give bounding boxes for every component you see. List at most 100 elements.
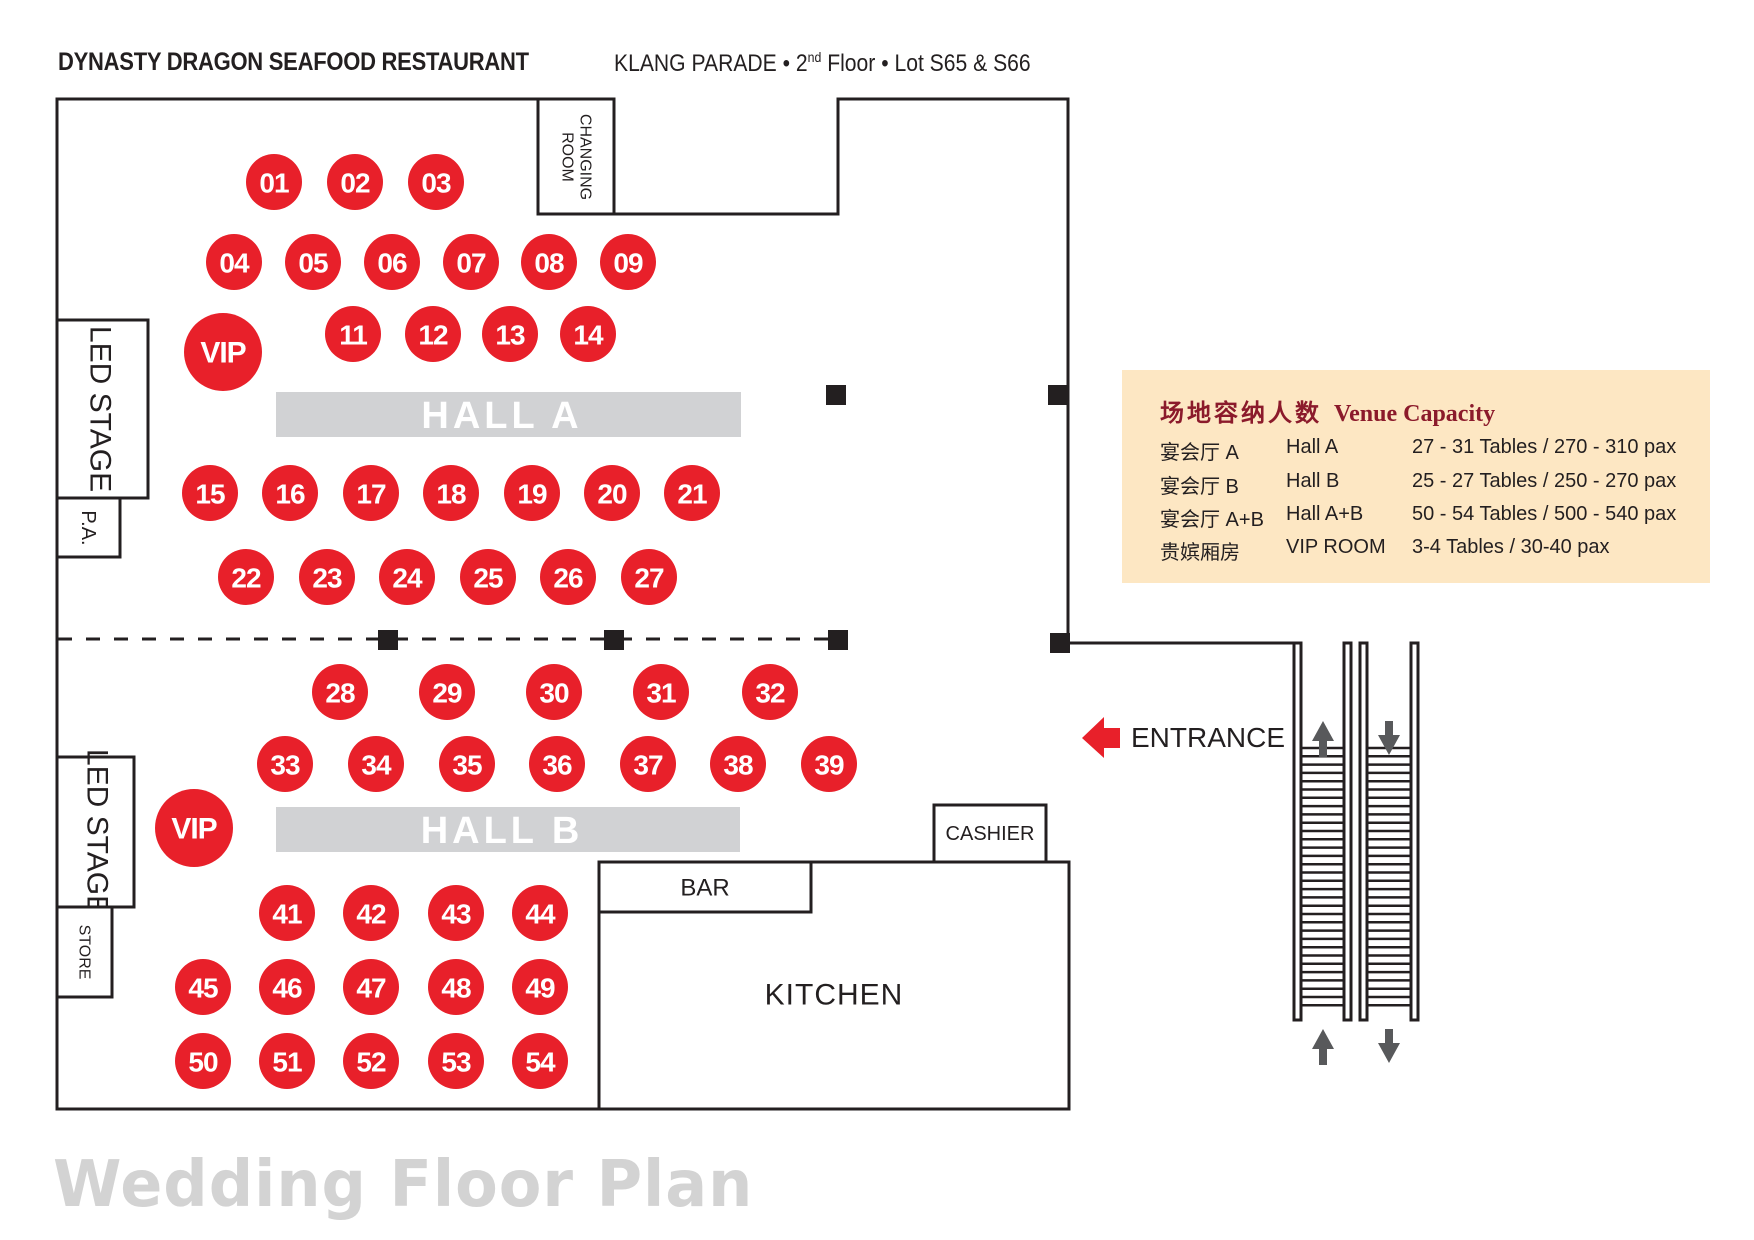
vip-table[interactable]: VIP: [184, 313, 262, 391]
table-circle[interactable]: [285, 234, 341, 290]
table[interactable]: 48: [428, 959, 484, 1015]
table[interactable]: 06: [364, 234, 420, 290]
table[interactable]: 09: [600, 234, 656, 290]
table[interactable]: 47: [343, 959, 399, 1015]
table[interactable]: 39: [801, 736, 857, 792]
table-circle[interactable]: [526, 664, 582, 720]
table-circle[interactable]: [428, 959, 484, 1015]
table[interactable]: 01: [246, 154, 302, 210]
table-circle[interactable]: [246, 154, 302, 210]
table-circle[interactable]: [621, 549, 677, 605]
table[interactable]: 07: [443, 234, 499, 290]
table-circle[interactable]: [325, 306, 381, 362]
table[interactable]: 27: [621, 549, 677, 605]
table-circle[interactable]: [327, 154, 383, 210]
table[interactable]: 45: [175, 959, 231, 1015]
table-circle[interactable]: [312, 664, 368, 720]
table-circle[interactable]: [348, 736, 404, 792]
table[interactable]: 49: [512, 959, 568, 1015]
table-circle[interactable]: [259, 1033, 315, 1089]
table[interactable]: 35: [439, 736, 495, 792]
table-circle[interactable]: [512, 1033, 568, 1089]
table[interactable]: 04: [206, 234, 262, 290]
table[interactable]: 43: [428, 885, 484, 941]
table-circle[interactable]: [343, 465, 399, 521]
table-circle[interactable]: [521, 234, 577, 290]
table-circle[interactable]: [379, 549, 435, 605]
table[interactable]: 08: [521, 234, 577, 290]
table[interactable]: 23: [299, 549, 355, 605]
table[interactable]: 36: [529, 736, 585, 792]
table[interactable]: 41: [259, 885, 315, 941]
table[interactable]: 17: [343, 465, 399, 521]
table[interactable]: 31: [633, 664, 689, 720]
table[interactable]: 32: [742, 664, 798, 720]
table[interactable]: 22: [218, 549, 274, 605]
table-circle[interactable]: [419, 664, 475, 720]
table-circle[interactable]: [364, 234, 420, 290]
table-circle[interactable]: [423, 465, 479, 521]
table-circle[interactable]: [512, 885, 568, 941]
table[interactable]: 02: [327, 154, 383, 210]
table-circle[interactable]: [218, 549, 274, 605]
vip-table-circle[interactable]: [155, 789, 233, 867]
table-circle[interactable]: [343, 959, 399, 1015]
table[interactable]: 16: [262, 465, 318, 521]
table-circle[interactable]: [742, 664, 798, 720]
table[interactable]: 13: [482, 306, 538, 362]
table[interactable]: 30: [526, 664, 582, 720]
table-circle[interactable]: [428, 1033, 484, 1089]
table[interactable]: 29: [419, 664, 475, 720]
table[interactable]: 51: [259, 1033, 315, 1089]
table-circle[interactable]: [560, 306, 616, 362]
table-circle[interactable]: [443, 234, 499, 290]
table-circle[interactable]: [460, 549, 516, 605]
table-circle[interactable]: [600, 234, 656, 290]
table[interactable]: 21: [664, 465, 720, 521]
table[interactable]: 26: [540, 549, 596, 605]
table-circle[interactable]: [710, 736, 766, 792]
table[interactable]: 15: [182, 465, 238, 521]
table-circle[interactable]: [299, 549, 355, 605]
table[interactable]: 50: [175, 1033, 231, 1089]
table-circle[interactable]: [343, 1033, 399, 1089]
table-circle[interactable]: [175, 959, 231, 1015]
table[interactable]: 20: [584, 465, 640, 521]
table-circle[interactable]: [512, 959, 568, 1015]
vip-table[interactable]: VIP: [155, 789, 233, 867]
table-circle[interactable]: [439, 736, 495, 792]
table-circle[interactable]: [175, 1033, 231, 1089]
table[interactable]: 54: [512, 1033, 568, 1089]
table[interactable]: 33: [257, 736, 313, 792]
table-circle[interactable]: [206, 234, 262, 290]
table[interactable]: 44: [512, 885, 568, 941]
table[interactable]: 38: [710, 736, 766, 792]
table-circle[interactable]: [584, 465, 640, 521]
table[interactable]: 42: [343, 885, 399, 941]
table-circle[interactable]: [801, 736, 857, 792]
table-circle[interactable]: [540, 549, 596, 605]
table-circle[interactable]: [504, 465, 560, 521]
table[interactable]: 28: [312, 664, 368, 720]
table-circle[interactable]: [182, 465, 238, 521]
table[interactable]: 34: [348, 736, 404, 792]
table-circle[interactable]: [633, 664, 689, 720]
table-circle[interactable]: [405, 306, 461, 362]
table[interactable]: 03: [408, 154, 464, 210]
table[interactable]: 37: [620, 736, 676, 792]
table-circle[interactable]: [257, 736, 313, 792]
table-circle[interactable]: [259, 885, 315, 941]
table-circle[interactable]: [428, 885, 484, 941]
table-circle[interactable]: [529, 736, 585, 792]
table[interactable]: 53: [428, 1033, 484, 1089]
table[interactable]: 46: [259, 959, 315, 1015]
table[interactable]: 25: [460, 549, 516, 605]
table[interactable]: 24: [379, 549, 435, 605]
table-circle[interactable]: [262, 465, 318, 521]
vip-table-circle[interactable]: [184, 313, 262, 391]
table-circle[interactable]: [343, 885, 399, 941]
table-circle[interactable]: [664, 465, 720, 521]
table-circle[interactable]: [620, 736, 676, 792]
table[interactable]: 18: [423, 465, 479, 521]
table[interactable]: 11: [325, 306, 381, 362]
